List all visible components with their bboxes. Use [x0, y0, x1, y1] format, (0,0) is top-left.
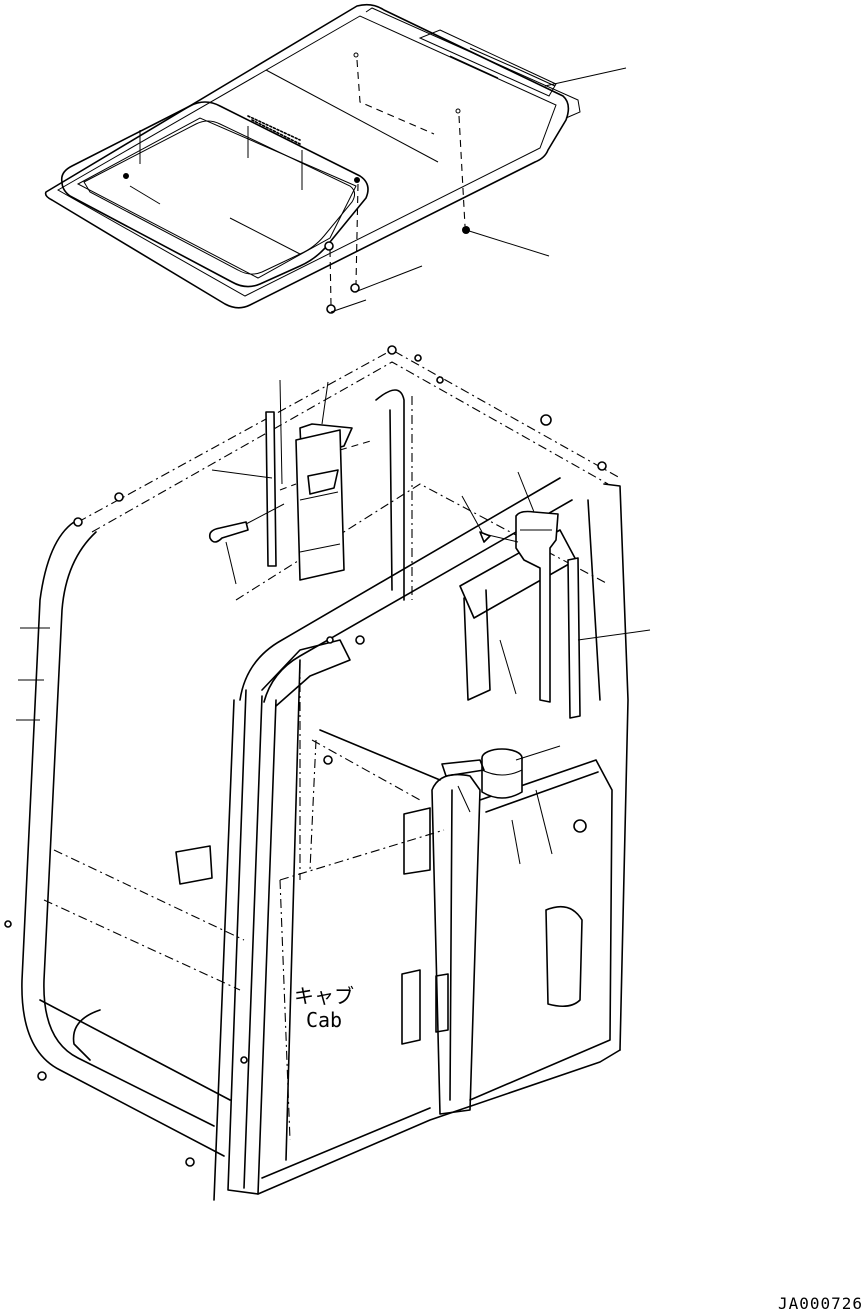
roof-bolts: [123, 52, 627, 314]
roof-bolt-2: [354, 177, 360, 183]
washer-tank: [481, 748, 523, 799]
cab-label: キャブ Cab: [284, 984, 364, 1032]
roof-bolt-1: [123, 173, 129, 179]
right-trim-parts: [457, 471, 651, 865]
cab-label-en: Cab: [305, 1008, 343, 1032]
roof-window: [60, 69, 439, 288]
roof-nut-1: [324, 241, 334, 251]
roof-panel: [44, 3, 581, 309]
door-frame: [213, 659, 301, 1201]
document-code: JA000726: [777, 1294, 863, 1313]
left-trim-parts: [208, 379, 375, 585]
cab-label-jp: キャブ: [294, 984, 354, 1008]
